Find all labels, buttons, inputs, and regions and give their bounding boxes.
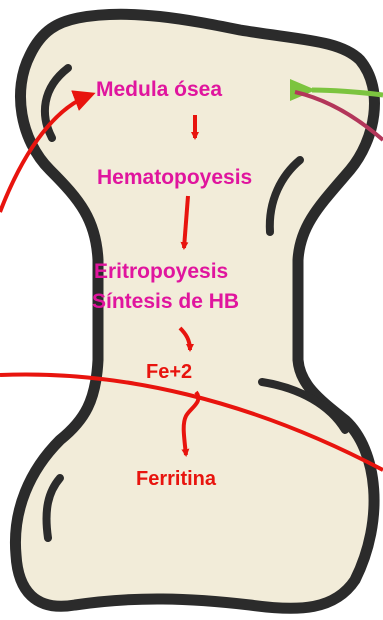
label-fe2: Fe+2 (146, 361, 192, 384)
label-hematopoyesis: Hematopoyesis (97, 166, 252, 190)
label-ferritina: Ferritina (136, 468, 216, 491)
label-sintesis-hb: Síntesis de HB (92, 290, 239, 314)
label-eritropoyesis: Eritropoyesis (94, 260, 228, 284)
label-medula-osea: Medula ósea (96, 78, 222, 102)
